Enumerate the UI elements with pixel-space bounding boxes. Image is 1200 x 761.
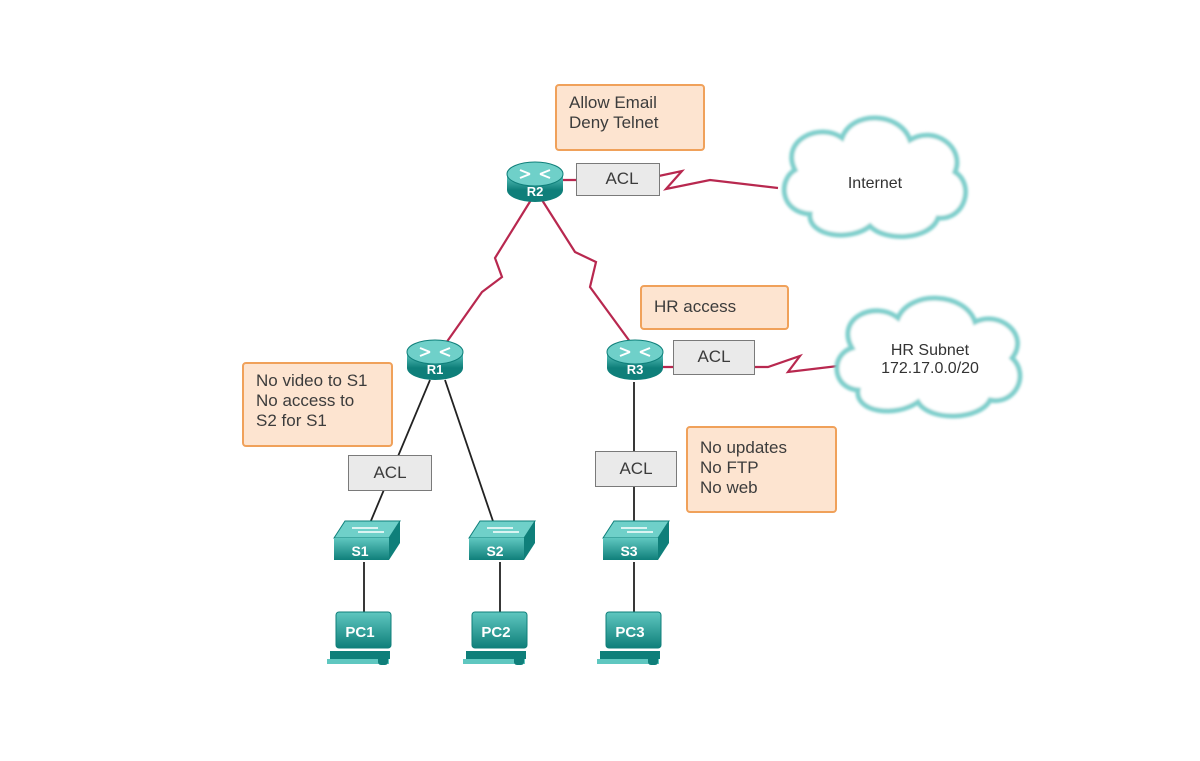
router-r1[interactable]: R1: [406, 339, 464, 380]
note-s3-policy: No updates No FTP No web: [686, 426, 837, 513]
hr-subnet-cloud: [834, 295, 1023, 419]
internet-label: Internet: [847, 175, 903, 192]
hr-subnet-cloud-label: HR Subnet 172.17.0.0/20: [860, 342, 1000, 378]
acl-box-r1-s1: ACL: [348, 455, 432, 491]
switch-s3[interactable]: S3: [602, 520, 670, 560]
note-r2-policy: Allow Email Deny Telnet: [555, 84, 705, 151]
note-r1-line-3: S2 for S1: [256, 411, 327, 430]
router-r3-label: R3: [627, 362, 644, 377]
internet-cloud-label: Internet: [810, 175, 940, 193]
link-r2-r3: [541, 199, 632, 344]
note-r1-line-2: No access to: [256, 391, 355, 410]
switch-s2-label: S2: [486, 543, 503, 559]
acl-box-r2: ACL: [576, 163, 660, 196]
pc-pc1-label: PC1: [345, 624, 374, 641]
note-s3-line-3: No web: [700, 478, 758, 497]
lan-links: [363, 379, 635, 612]
internet-cloud: [781, 115, 968, 239]
note-r3-policy: HR access: [640, 285, 789, 330]
note-r1-line-1: No video to S1: [256, 371, 368, 390]
switch-s3-label: S3: [620, 543, 637, 559]
router-r2[interactable]: R2: [506, 161, 564, 202]
switch-s1[interactable]: S1: [333, 520, 401, 560]
hr-subnet-label: HR Subnet: [890, 342, 970, 359]
pc-pc2[interactable]: PC2: [463, 611, 528, 665]
note-r1-policy: No video to S1 No access to S2 for S1: [242, 362, 393, 447]
pc-pc1[interactable]: PC1: [327, 611, 392, 665]
pc-pc2-label: PC2: [481, 624, 510, 641]
hr-subnet-address: 172.17.0.0/20: [881, 360, 979, 377]
link-r2-r1: [445, 199, 532, 344]
link-r1-s2: [444, 379, 497, 531]
pc-pc3[interactable]: PC3: [597, 611, 662, 665]
router-r3[interactable]: R3: [606, 339, 664, 380]
router-r2-label: R2: [527, 184, 544, 199]
note-s3-line-1: No updates: [700, 438, 787, 457]
note-r3-line-1: HR access: [654, 297, 737, 316]
note-r2-line-1: Allow Email: [569, 93, 657, 112]
pc-pc3-label: PC3: [615, 624, 644, 641]
switch-s2[interactable]: S2: [468, 520, 536, 560]
acl-box-r3-s3: ACL: [595, 451, 677, 487]
acl-box-r3: ACL: [673, 340, 755, 375]
note-r2-line-2: Deny Telnet: [569, 113, 659, 132]
note-s3-line-2: No FTP: [700, 458, 759, 477]
switch-s1-label: S1: [351, 543, 368, 559]
router-r1-label: R1: [427, 362, 444, 377]
